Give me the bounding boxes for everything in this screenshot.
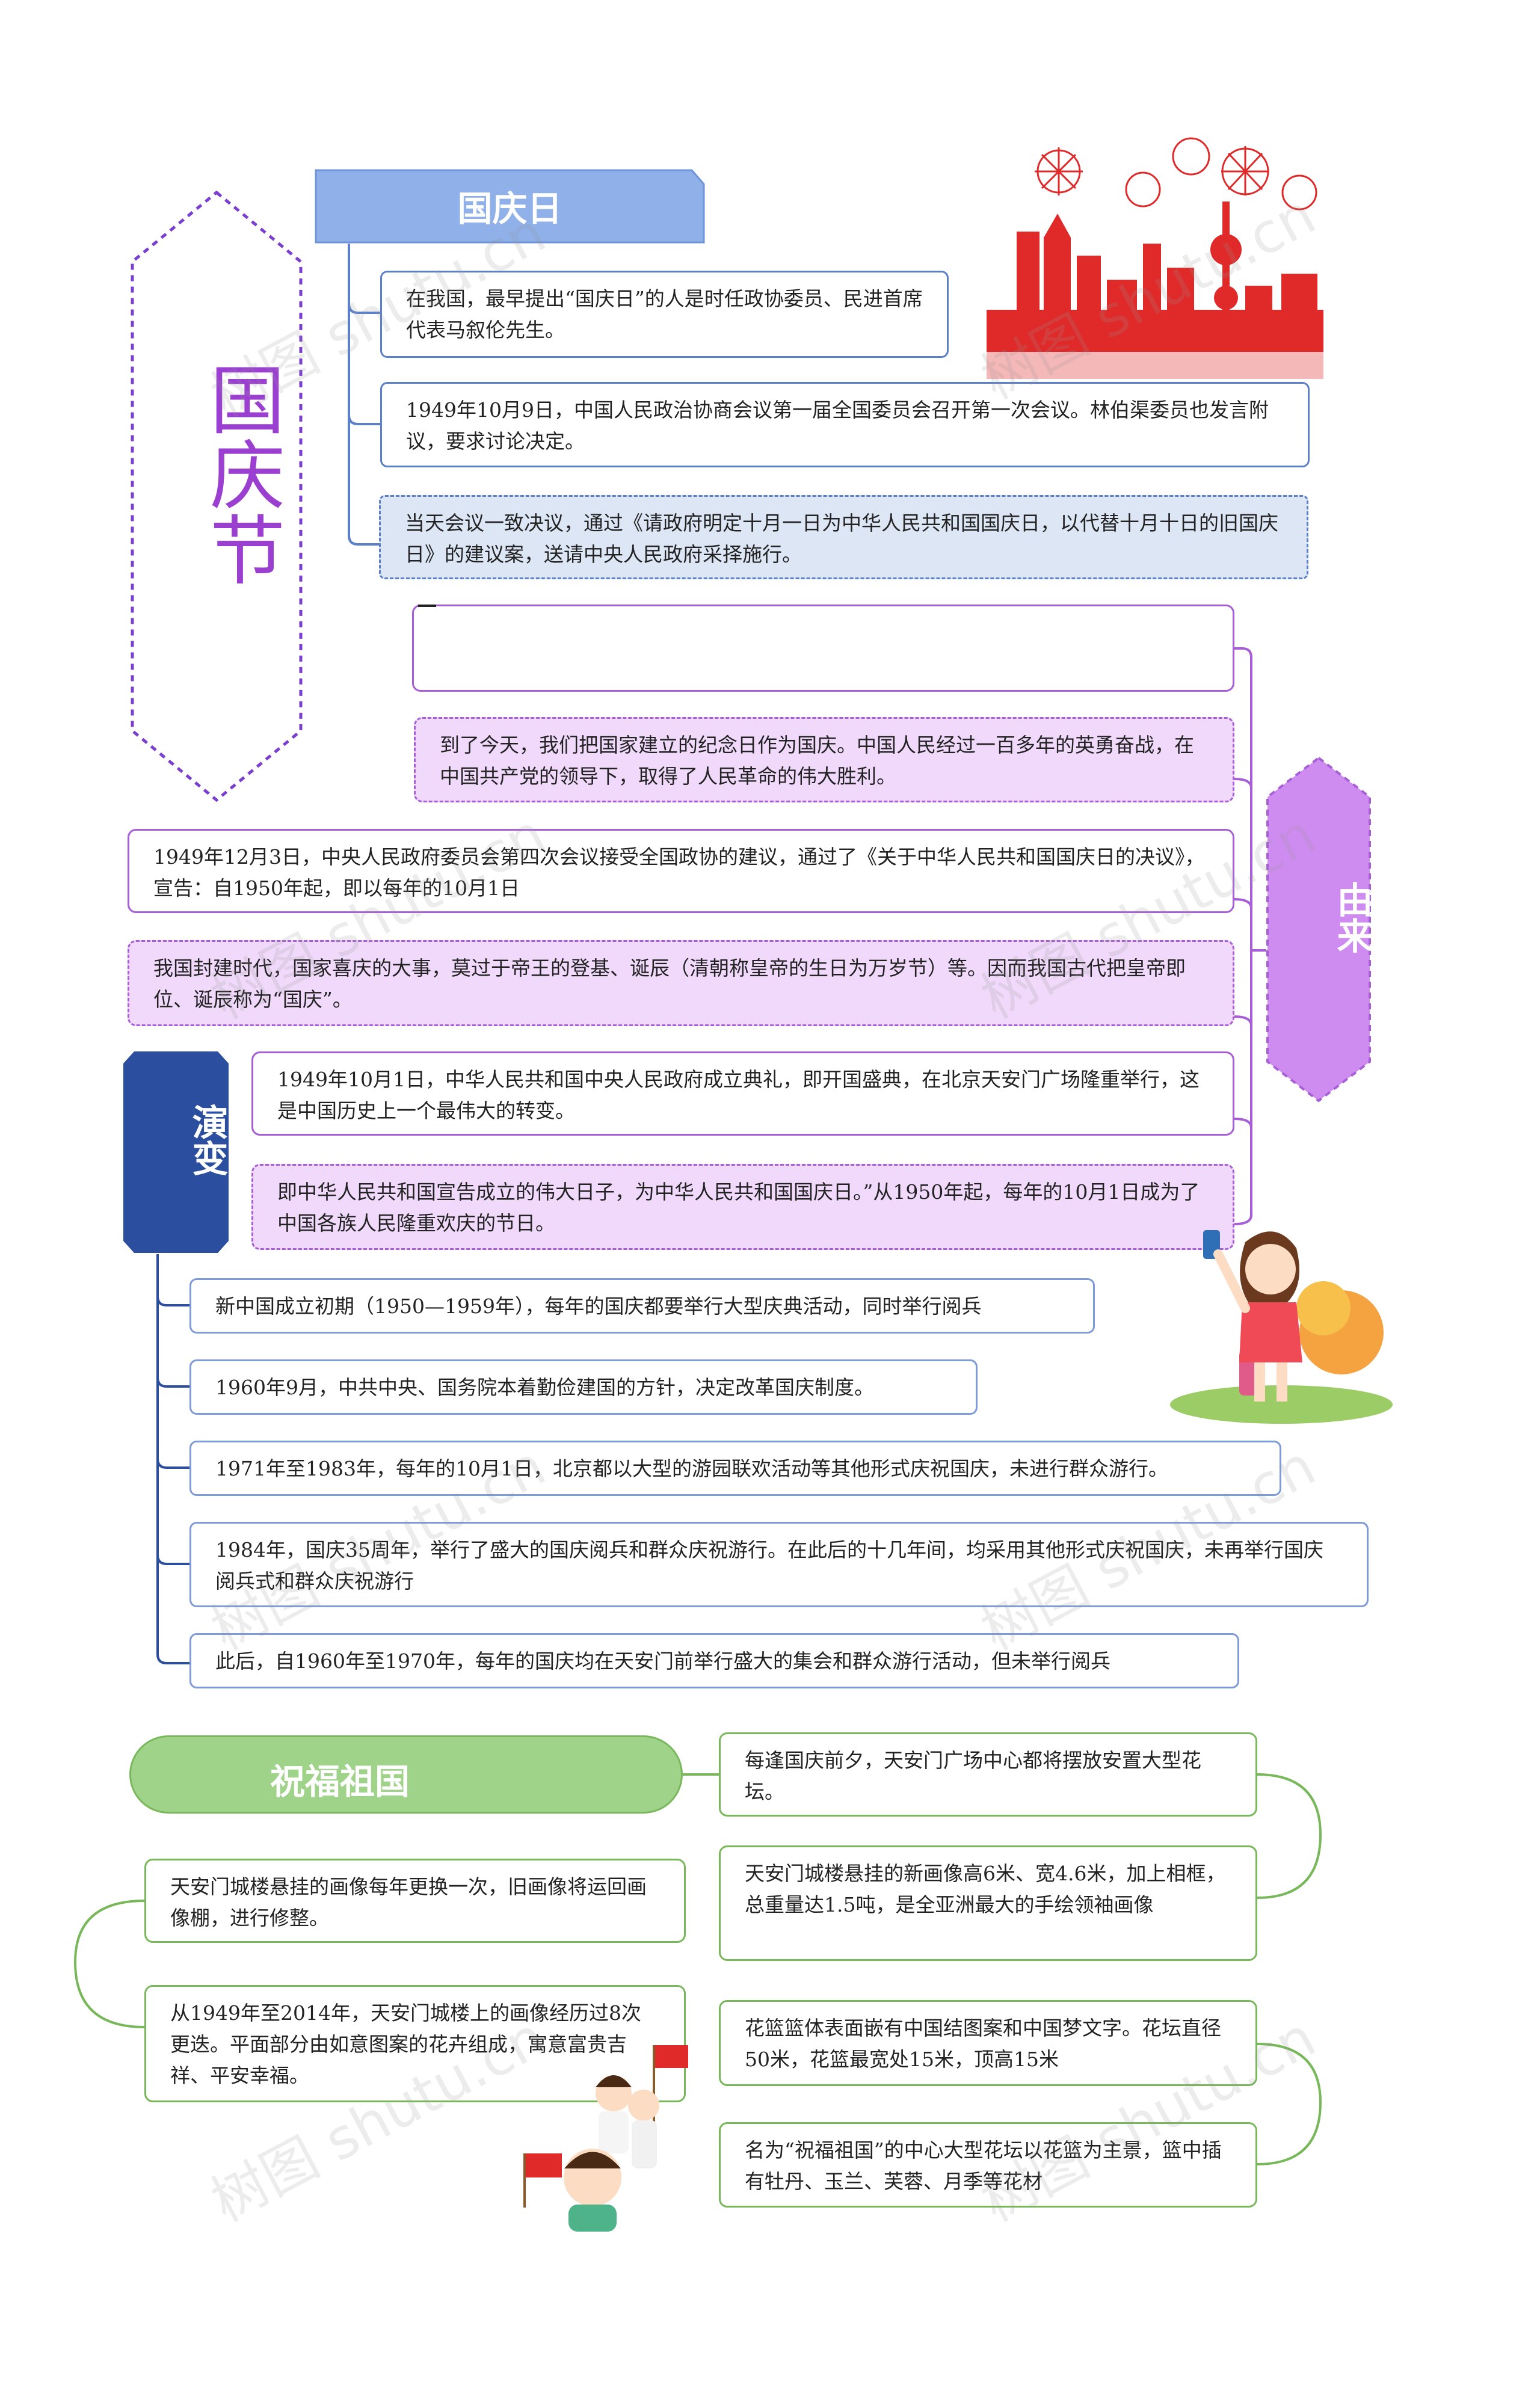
evolution-item-3: 1971年至1983年，每年的10月1日，北京都以大型的游园联欢活动等其他形式庆… — [189, 1441, 1281, 1496]
origin-item-empty — [412, 605, 1234, 692]
national-day-header: 国庆日 — [457, 188, 562, 229]
origin-header: 由来 — [1331, 881, 1373, 953]
girl-selfie-illustration — [1170, 1230, 1393, 1424]
bless-right-item-1: 每逢国庆前夕，天安门广场中心都将摆放安置大型花坛。 — [719, 1732, 1257, 1817]
evolution-item-4: 1984年，国庆35周年，举行了盛大的国庆阅兵和群众庆祝游行。在此后的十几年间，… — [189, 1522, 1369, 1607]
page-title: 国庆节 — [197, 361, 284, 586]
national-day-header-shape — [315, 169, 705, 244]
evolution-item-5: 此后，自1960年至1970年，每年的国庆均在天安门前举行盛大的集会和群众游行活… — [189, 1633, 1239, 1688]
national-day-item-2: 1949年10月9日，中国人民政治协商会议第一届全国委员会召开第一次会议。林伯渠… — [380, 382, 1310, 467]
origin-item-5: 即中华人民共和国宣告成立的伟大日子，为中华人民共和国国庆日。”从1950年起，每… — [251, 1164, 1234, 1250]
evolution-header: 演变 — [186, 1104, 228, 1176]
festive-skyline-illustration — [987, 137, 1323, 379]
evolution-item-1: 新中国成立初期（1950—1959年），每年的国庆都要举行大型庆典活动，同时举行… — [189, 1278, 1095, 1334]
national-day-item-3: 当天会议一致决议，通过《请政府明定十月一日为中华人民共和国国庆日，以代替十月十日… — [379, 495, 1308, 579]
cursor-mark — [418, 605, 436, 607]
bless-right-item-2: 天安门城楼悬挂的新画像高6米、宽4.6米，加上相框，总重量达1.5吨，是全亚洲最… — [719, 1845, 1257, 1961]
origin-item-4: 1949年10月1日，中华人民共和国中央人民政府成立典礼，即开国盛典，在北京天安… — [251, 1051, 1234, 1136]
kids-flags-illustration — [523, 2045, 688, 2232]
origin-item-2: 1949年12月3日，中央人民政府委员会第四次会议接受全国政协的建议，通过了《关… — [128, 829, 1234, 913]
origin-header-shape — [1266, 756, 1371, 1103]
evolution-item-2: 1960年9月，中共中央、国务院本着勤俭建国的方针，决定改革国庆制度。 — [189, 1359, 978, 1415]
national-day-item-1: 在我国，最早提出“国庆日”的人是时任政协委员、民进首席代表马叙伦先生。 — [380, 271, 949, 358]
origin-item-1: 到了今天，我们把国家建立的纪念日作为国庆。中国人民经过一百多年的英勇奋战，在中国… — [414, 717, 1234, 802]
title-frame — [131, 190, 303, 802]
evolution-header-shape — [123, 1051, 229, 1253]
bless-left-item-1: 天安门城楼悬挂的画像每年更换一次，旧画像将运回画像棚，进行修整。 — [144, 1859, 686, 1943]
bless-right-item-3: 花篮篮体表面嵌有中国结图案和中国梦文字。花坛直径50米，花篮最宽处15米，顶高1… — [719, 2000, 1257, 2086]
bless-header-label: 祝福祖国 — [270, 1761, 410, 1802]
bless-right-item-4: 名为“祝福祖国”的中心大型花坛以花篮为主景，篮中插有牡丹、玉兰、芙蓉、月季等花材 — [719, 2122, 1257, 2208]
bless-header — [129, 1735, 683, 1814]
bless-left-item-2: 从1949年至2014年，天安门城楼上的画像经历过8次更迭。平面部分由如意图案的… — [144, 1985, 686, 2102]
origin-item-3: 我国封建时代，国家喜庆的大事，莫过于帝王的登基、诞辰（清朝称皇帝的生日为万岁节）… — [128, 940, 1234, 1026]
